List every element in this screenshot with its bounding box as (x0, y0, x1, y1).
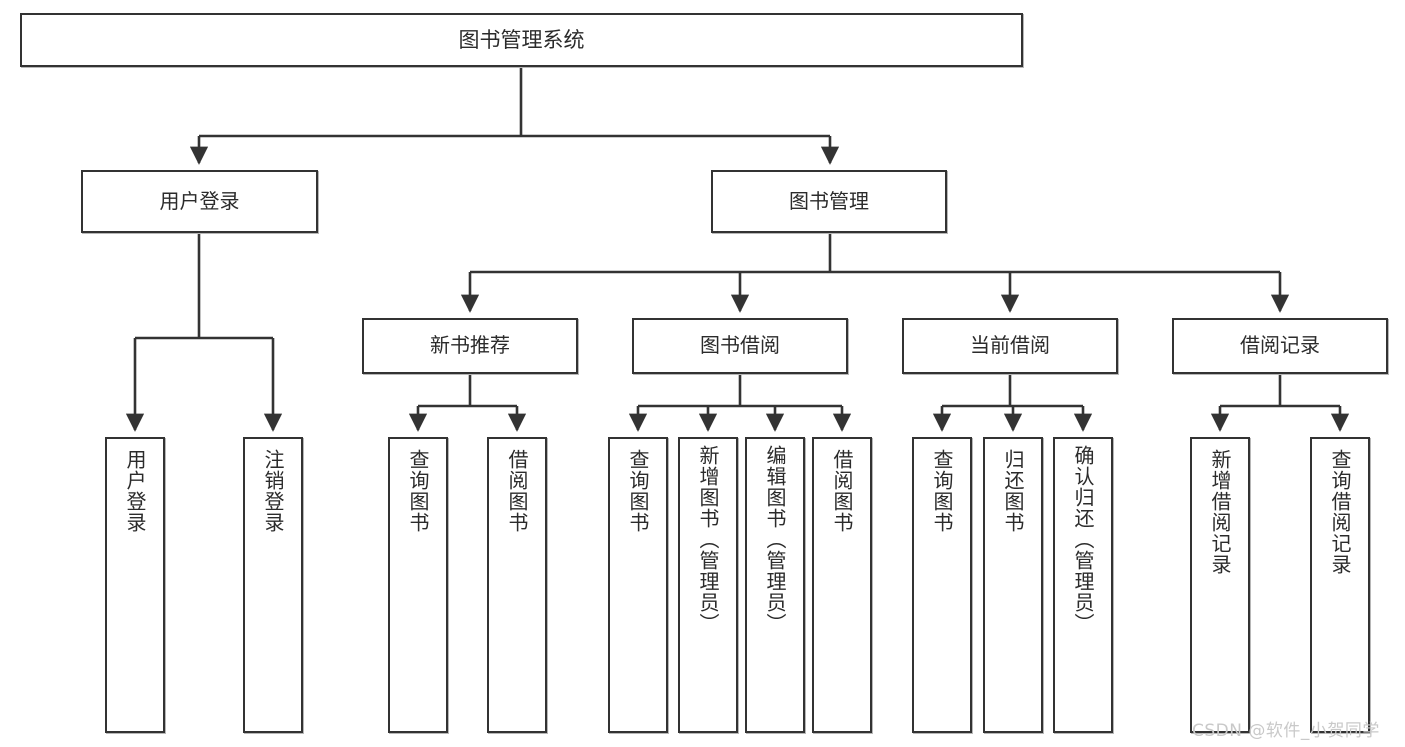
node-new-book-recommend-label: 新书推荐 (430, 333, 510, 358)
node-leaf-query-book-3-label: 查询图书 (930, 449, 954, 533)
node-leaf-query-book-1[interactable]: 查询图书 (388, 437, 448, 733)
node-root[interactable]: 图书管理系统 (20, 13, 1023, 67)
node-leaf-query-book-2-label: 查询图书 (626, 449, 650, 533)
node-leaf-borrow-book-2[interactable]: 借阅图书 (812, 437, 872, 733)
node-leaf-user-logout-label: 注销登录 (261, 449, 285, 533)
node-leaf-query-record-label: 查询借阅记录 (1328, 449, 1352, 575)
node-leaf-borrow-book-2-label: 借阅图书 (830, 449, 854, 533)
node-leaf-query-book-3[interactable]: 查询图书 (912, 437, 972, 733)
node-new-book-recommend[interactable]: 新书推荐 (362, 318, 578, 374)
node-leaf-edit-book[interactable]: 编辑图书（管理员） (745, 437, 805, 733)
node-leaf-return-book-label: 归还图书 (1001, 449, 1025, 533)
node-leaf-query-book-1-label: 查询图书 (406, 449, 430, 533)
node-leaf-query-book-2[interactable]: 查询图书 (608, 437, 668, 733)
node-borrow-record[interactable]: 借阅记录 (1172, 318, 1388, 374)
node-user-login-label: 用户登录 (159, 188, 240, 213)
node-leaf-add-book[interactable]: 新增图书（管理员） (678, 437, 738, 733)
node-leaf-return-book[interactable]: 归还图书 (983, 437, 1043, 733)
csdn-watermark: CSDN @软件_小贺同学 (1192, 716, 1380, 741)
node-leaf-user-logout[interactable]: 注销登录 (243, 437, 303, 733)
node-book-borrow[interactable]: 图书借阅 (632, 318, 848, 374)
node-leaf-borrow-book-1-label: 借阅图书 (505, 449, 529, 533)
node-current-borrow-label: 当前借阅 (970, 333, 1050, 358)
node-leaf-confirm-return[interactable]: 确认归还（管理员） (1053, 437, 1113, 733)
node-leaf-add-record-label: 新增借阅记录 (1208, 449, 1232, 575)
node-borrow-record-label: 借阅记录 (1240, 333, 1320, 358)
node-leaf-user-login-label: 用户登录 (123, 449, 147, 533)
node-leaf-add-book-label: 新增图书（管理员） (696, 445, 720, 634)
node-leaf-add-record[interactable]: 新增借阅记录 (1190, 437, 1250, 733)
node-book-borrow-label: 图书借阅 (700, 333, 780, 358)
csdn-watermark-text: CSDN @软件_小贺同学 (1192, 721, 1380, 741)
node-leaf-user-login[interactable]: 用户登录 (105, 437, 165, 733)
node-root-label: 图书管理系统 (458, 27, 585, 52)
node-book-manage-label: 图书管理 (789, 188, 869, 213)
node-leaf-edit-book-label: 编辑图书（管理员） (763, 445, 787, 634)
node-current-borrow[interactable]: 当前借阅 (902, 318, 1118, 374)
node-leaf-query-record[interactable]: 查询借阅记录 (1310, 437, 1370, 733)
node-leaf-borrow-book-1[interactable]: 借阅图书 (487, 437, 547, 733)
node-user-login[interactable]: 用户登录 (81, 170, 318, 233)
node-leaf-confirm-return-label: 确认归还（管理员） (1071, 445, 1095, 634)
node-book-manage[interactable]: 图书管理 (711, 170, 947, 233)
